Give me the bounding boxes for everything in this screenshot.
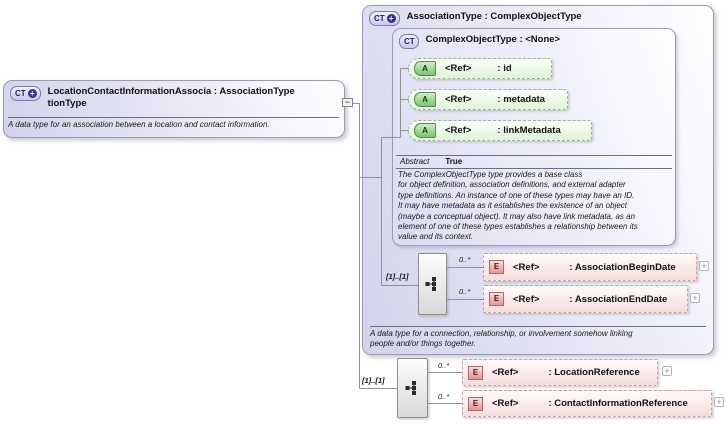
element-association-begin-date[interactable]: E <Ref> : AssociationBeginDate — [483, 253, 697, 281]
element-name: : ContactInformationReference — [548, 398, 688, 409]
abstract-facet-label: Abstract — [400, 157, 430, 166]
sequence-compositor[interactable] — [397, 358, 428, 418]
extension-plus-icon: + — [27, 89, 37, 98]
occurrence-label: 0..* — [459, 255, 471, 264]
type-box-association-type[interactable]: CT + AssociationType : ComplexObjectType… — [362, 5, 714, 355]
occurrence-label: 0..* — [438, 392, 450, 401]
type-title: ComplexObjectType : <None> — [425, 34, 561, 45]
attribute-ref: <Ref> — [445, 94, 472, 105]
attribute-id[interactable]: A <Ref> : id — [408, 58, 552, 79]
occurrence-label: 0..* — [438, 361, 450, 370]
type-box-complex-object-type[interactable]: CT ComplexObjectType : <None> A <Ref> : … — [392, 28, 676, 246]
attribute-icon: A — [414, 123, 436, 138]
type-box-location-contact-information-association[interactable]: CT + LocationContactInformationAssocia :… — [3, 80, 345, 138]
element-icon: E — [468, 365, 483, 380]
element-ref: <Ref> — [492, 398, 519, 409]
element-icon: E — [489, 260, 504, 274]
element-ref: <Ref> — [513, 293, 540, 305]
attribute-ref: <Ref> — [445, 125, 472, 136]
complex-type-icon: CT — [399, 34, 419, 49]
type-title-line1: LocationContactInformationAssocia : Asso… — [47, 86, 295, 97]
sequence-icon — [425, 277, 436, 291]
type-annotation: A data type for an association between a… — [8, 120, 270, 129]
element-association-end-date[interactable]: E <Ref> : AssociationEndDate — [483, 285, 688, 313]
expand-button[interactable]: + — [662, 366, 672, 376]
element-name: : AssociationEndDate — [569, 293, 668, 305]
type-title-line2: tionType — [47, 97, 87, 109]
element-ref: <Ref> — [513, 261, 540, 273]
expand-button[interactable]: + — [690, 293, 700, 303]
sequence-compositor[interactable] — [418, 253, 447, 315]
expand-icon: + — [664, 366, 670, 376]
element-name: : AssociationBeginDate — [569, 261, 676, 273]
extension-plus-icon: + — [386, 14, 396, 23]
type-title: LocationContactInformationAssocia : Asso… — [48, 86, 295, 109]
expand-button[interactable]: + — [699, 261, 709, 271]
complex-type-extension-icon: CT + — [369, 11, 400, 26]
element-icon: E — [468, 396, 483, 411]
collapse-handle[interactable]: − — [342, 98, 353, 107]
sequence-icon — [405, 381, 416, 395]
type-title: AssociationType : ComplexObjectType — [406, 11, 582, 22]
attribute-link-metadata[interactable]: A <Ref> : linkMetadata — [408, 120, 592, 141]
expand-icon: + — [716, 397, 722, 407]
attribute-name: : id — [497, 63, 512, 74]
attribute-name: : linkMetadata — [497, 125, 561, 136]
element-icon: E — [489, 292, 504, 306]
attribute-name: : metadata — [497, 94, 545, 105]
abstract-facet-value: True — [445, 157, 463, 166]
element-location-reference[interactable]: E <Ref> : LocationReference — [462, 359, 658, 386]
attribute-icon: A — [414, 92, 436, 107]
expand-button[interactable]: + — [714, 397, 724, 407]
expand-icon: + — [701, 261, 707, 271]
abstract-facet-row: Abstract True — [396, 155, 672, 169]
divider — [8, 117, 339, 118]
type-annotation: A data type for a connection, relationsh… — [370, 329, 633, 348]
attribute-metadata[interactable]: A <Ref> : metadata — [408, 89, 568, 110]
divider — [370, 326, 706, 327]
expand-icon: + — [692, 293, 698, 303]
element-contact-information-reference[interactable]: E <Ref> : ContactInformationReference — [462, 390, 712, 417]
collapse-icon: − — [344, 97, 351, 107]
element-name: : LocationReference — [548, 367, 640, 378]
element-ref: <Ref> — [492, 367, 519, 378]
cardinality-label: [1]..[1] — [386, 272, 409, 281]
attribute-icon: A — [414, 61, 436, 76]
occurrence-label: 0..* — [459, 287, 471, 296]
attribute-ref: <Ref> — [445, 63, 472, 74]
cardinality-label: [1]..[1] — [362, 376, 385, 385]
complex-type-extension-icon: CT + — [10, 86, 41, 101]
type-annotation: The ComplexObjectType type provides a ba… — [398, 170, 638, 242]
